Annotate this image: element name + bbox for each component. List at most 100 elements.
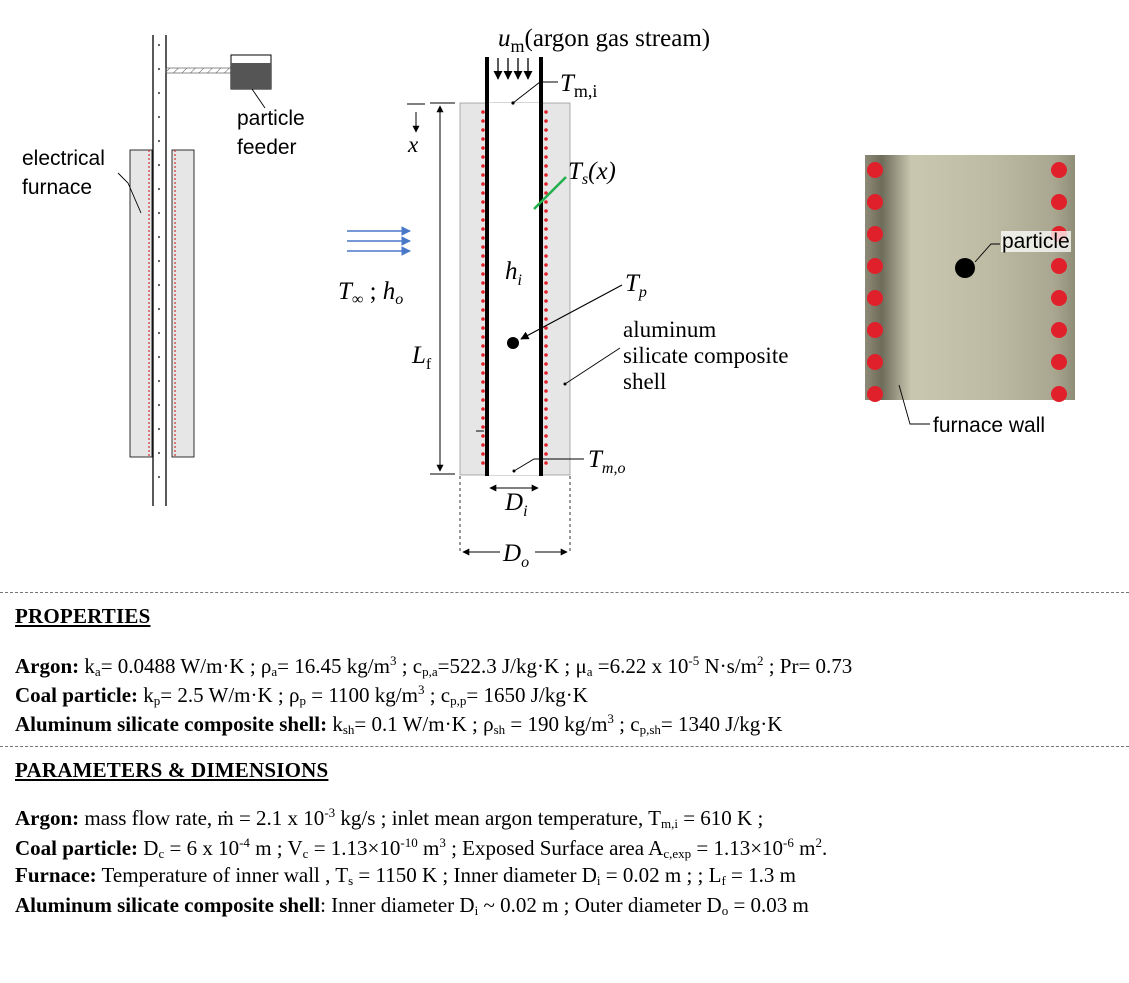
wall-heater-dot (867, 258, 883, 274)
tube-dot (158, 68, 160, 70)
heater-dot (544, 398, 548, 402)
tube-dot (158, 356, 160, 358)
heater-dot (544, 425, 548, 429)
heater-dot (481, 326, 485, 330)
tube-dot (158, 404, 160, 406)
heater-dot (544, 290, 548, 294)
outer-diameter-label: Do (503, 540, 530, 571)
heater-dot (481, 398, 485, 402)
heater-dot (544, 452, 548, 456)
wall-heater-dot (1051, 194, 1067, 210)
heater-dot (481, 227, 485, 231)
heater-dot (481, 155, 485, 159)
tube-dot (158, 236, 160, 238)
particle-feeder-label-2: feeder (237, 136, 297, 159)
heater-dot (481, 443, 485, 447)
properties-shell: Aluminum silicate composite shell: ksh= … (15, 711, 783, 737)
heater-dot (544, 416, 548, 420)
parameters-coal-text: Dc = 6 x 10-4 m ; Vc = 1.13×10-10 m3 ; E… (138, 835, 828, 861)
heater-dot (544, 344, 548, 348)
inner-h-label: hi (505, 258, 522, 289)
inlet-temp-label: Tm,i (560, 70, 598, 101)
heater-dot (544, 182, 548, 186)
heater-dot (544, 434, 548, 438)
furnace-wall-label: furnace wall (933, 414, 1046, 437)
heater-dot (544, 335, 548, 339)
heater-dot (544, 128, 548, 132)
wall-heater-dot (867, 194, 883, 210)
ambient-arrows (347, 226, 411, 256)
parameters-argon-text: mass flow rate, ṁ = 2.1 x 10-3 kg/s ; in… (79, 805, 764, 831)
tube-dot (158, 116, 160, 118)
x-label: x (408, 132, 419, 157)
furnace-diagram (117, 35, 1075, 556)
heater-dot (544, 407, 548, 411)
heater-dot (544, 245, 548, 249)
heater-dot (544, 380, 548, 384)
furnace-label: furnace (22, 176, 93, 199)
heater-dot (481, 173, 485, 177)
wall-heater-dot (1051, 386, 1067, 402)
electrical-label: electrical (22, 147, 105, 170)
heater-dot (481, 317, 485, 321)
heater-dot (544, 461, 548, 465)
heater-dot (544, 200, 548, 204)
particle-closeup (955, 258, 975, 278)
heater-dot (544, 389, 548, 393)
tube-dot (158, 428, 160, 430)
heater-dot (481, 353, 485, 357)
particle-feeder-arm (165, 67, 232, 74)
zoom-view (865, 155, 1075, 425)
heater-dot (481, 164, 485, 168)
heater-dot (481, 308, 485, 312)
heater-dot (481, 461, 485, 465)
properties-coal: Coal particle: kp= 2.5 W/m·K ; ρp = 1100… (15, 682, 588, 708)
heater-dot (481, 263, 485, 267)
wall-heater-dot (867, 290, 883, 306)
heater-dot (481, 254, 485, 258)
parameters-shell: Aluminum silicate composite shell: Inner… (15, 893, 809, 918)
heater-dot (544, 110, 548, 114)
parameters-heading: PARAMETERS & DIMENSIONS (15, 758, 329, 782)
heater-dot (481, 128, 485, 132)
tube-dot (158, 44, 160, 46)
surface-temp-label: Ts(x) (568, 158, 616, 188)
heater-dot (544, 227, 548, 231)
divider-top (0, 592, 1129, 593)
tube-dot (158, 452, 160, 454)
heater-dot (481, 272, 485, 276)
wall-heater-dot (867, 162, 883, 178)
tube-dot (158, 332, 160, 334)
tube-dot (158, 212, 160, 214)
heater-dot (481, 362, 485, 366)
tube-dot (158, 164, 160, 166)
properties-shell-text: ksh= 0.1 W/m·K ; ρsh = 190 kg/m3 ; cp,sh… (327, 711, 783, 737)
heater-dot (544, 218, 548, 222)
properties-argon-text: ka= 0.0488 W/m·K ; ρa= 16.45 kg/m3 ; cp,… (79, 653, 853, 679)
inner-diameter-label: Di (505, 489, 528, 520)
heater-dot (544, 308, 548, 312)
tube-dots (158, 44, 160, 478)
heater-dot (544, 317, 548, 321)
wall-heater-dot (1051, 354, 1067, 370)
heater-dot (544, 236, 548, 240)
parameters-coal: Coal particle: Dc = 6 x 10-4 m ; Vc = 1.… (15, 835, 828, 861)
properties-heading: PROPERTIES (15, 604, 151, 628)
heater-dot (481, 299, 485, 303)
wall-heater-dot (1051, 290, 1067, 306)
heater-dot (481, 389, 485, 393)
heater-dot (544, 371, 548, 375)
wall-heater-dot (867, 354, 883, 370)
heater-dot (544, 263, 548, 267)
particle-feeder-label-1: particle (237, 107, 305, 130)
heater-dots (481, 110, 548, 465)
heater-dot (544, 155, 548, 159)
wall-heater-dot (1051, 258, 1067, 274)
heater-dot (481, 236, 485, 240)
heater-dot (481, 407, 485, 411)
tube-dot (158, 92, 160, 94)
left-system (117, 35, 272, 506)
heater-dot (544, 137, 548, 141)
length-label: Lf (412, 342, 432, 373)
outlet-temp-label: Tm,o (588, 446, 626, 477)
